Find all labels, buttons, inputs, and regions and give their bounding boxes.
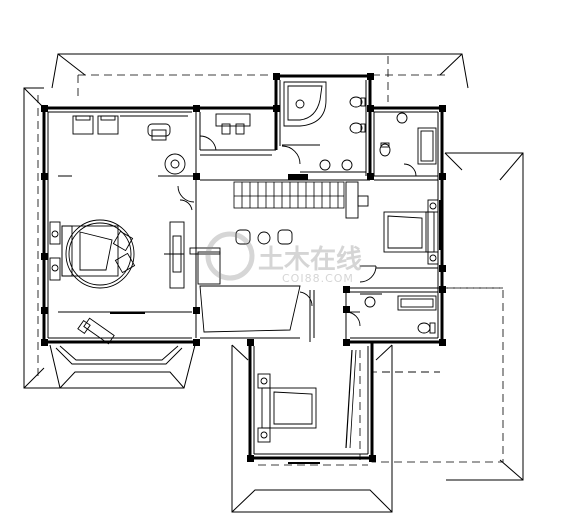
staircase: [233, 181, 345, 209]
lower-right-bath-fixtures: [360, 293, 437, 334]
exterior-walls: [42, 74, 444, 460]
columns: [41, 73, 446, 462]
interior-walls: [47, 80, 439, 455]
right-bath-fixtures: [379, 111, 437, 177]
right-bedroom-furniture: [345, 181, 441, 283]
watermark: 土木在线 COI88.COM: [205, 231, 362, 285]
watermark-en: COI88.COM: [282, 272, 354, 285]
watermark-cn: 土木在线: [258, 245, 362, 275]
master-bedroom-furniture: [49, 115, 188, 365]
master-bath-fixtures: [281, 81, 366, 173]
study-furniture: [177, 113, 251, 211]
hall-furniture: [189, 229, 361, 333]
roof-dashed-lines: [37, 56, 504, 466]
lower-bedroom-furniture: [257, 349, 357, 464]
roof-outline: [23, 53, 524, 513]
